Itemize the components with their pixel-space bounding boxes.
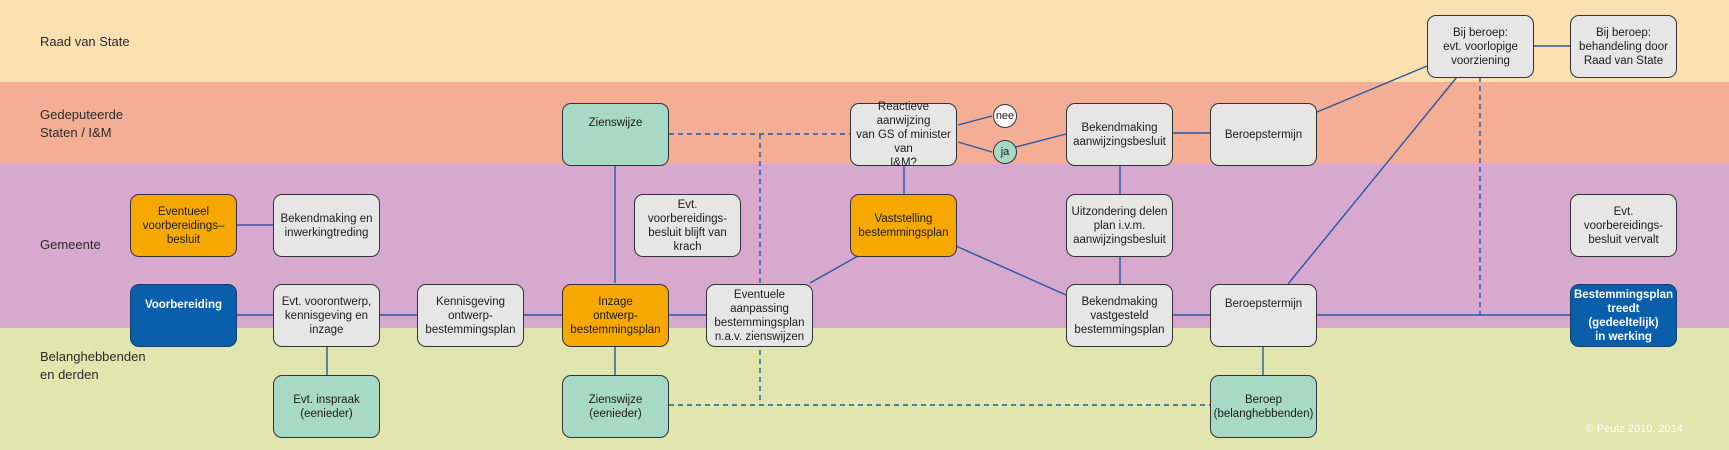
node-bestemmingsplan-treedt: Bestemmingsplan treedt (gedeeltelijk) in…	[1570, 284, 1677, 347]
connector	[1316, 65, 1428, 113]
node-zienswijze-eenieder: Zienswijze (eenieder)	[562, 375, 669, 438]
node-ja: ja	[993, 140, 1017, 164]
node-eventueel-voorbereidingsbesluit: Eventueel voorbereidings– besluit	[130, 194, 237, 257]
node-bekendmaking-inwerkingtreding: Bekendmaking en inwerkingtreding	[273, 194, 380, 257]
connector	[809, 255, 859, 284]
node-vaststelling-bestemmingsplan: Vaststelling bestemmingsplan	[850, 194, 957, 257]
lane-label-belang: Belanghebbenden en derden	[40, 349, 146, 382]
node-kennisgeving-ontwerp: Kennisgeving ontwerp- bestemmingsplan	[417, 284, 524, 347]
node-beroepstermijn-gs: Beroepstermijn	[1210, 103, 1317, 166]
node-uitzondering-delen: Uitzondering delen plan i.v.m. aanwijzin…	[1066, 194, 1173, 257]
lane-label-gemeente: Gemeente	[40, 237, 101, 252]
copyright-text: © Peutz 2010, 2014	[1585, 423, 1683, 435]
node-beroepstermijn-gemeente: Beroepstermijn	[1210, 284, 1317, 347]
node-evt-inspraak: Evt. inspraak (eenieder)	[273, 375, 380, 438]
lane-label-raad: Raad van State	[40, 34, 130, 49]
node-voorbereidingsbesluit-blijft: Evt. voorbereidings- besluit blijft van …	[634, 194, 741, 257]
node-voorbereidingsbesluit-vervalt: Evt. voorbereidings- besluit vervalt	[1570, 194, 1677, 257]
node-eventuele-aanpassing: Eventuele aanpassing bestemmingsplan n.a…	[706, 284, 813, 347]
connector	[957, 141, 993, 153]
connector	[955, 245, 1067, 296]
node-nee: nee	[993, 104, 1017, 128]
node-inzage-ontwerp: Inzage ontwerp- bestemmingsplan	[562, 284, 669, 347]
node-voorontwerp: Evt. voorontwerp, kennisgeving en inzage	[273, 284, 380, 347]
lane-label-gedeputeerde: Gedeputeerde Staten / I&M	[40, 107, 124, 140]
node-zienswijze-gs: Zienswijze	[562, 103, 669, 166]
node-behandeling-raad: Bij beroep: behandeling door Raad van St…	[1570, 15, 1677, 78]
connector	[1287, 76, 1458, 285]
node-reactieve-aanwijzing: Reactieve aanwijzing van GS of minister …	[850, 101, 957, 169]
node-bekendmaking-aanwijzingsbesluit: Bekendmaking aanwijzingsbesluit	[1066, 103, 1173, 166]
node-beroep-belanghebbenden: Beroep (belanghebbenden)	[1210, 375, 1317, 438]
node-voorbereiding: Voorbereiding	[130, 284, 237, 347]
connector	[1015, 133, 1067, 148]
node-bekendmaking-vastgesteld: Bekendmaking vastgesteld bestemmingsplan	[1066, 284, 1173, 347]
connector	[957, 115, 993, 126]
node-voorlopige-voorziening: Bij beroep: evt. voorlopige voorziening	[1427, 15, 1534, 78]
